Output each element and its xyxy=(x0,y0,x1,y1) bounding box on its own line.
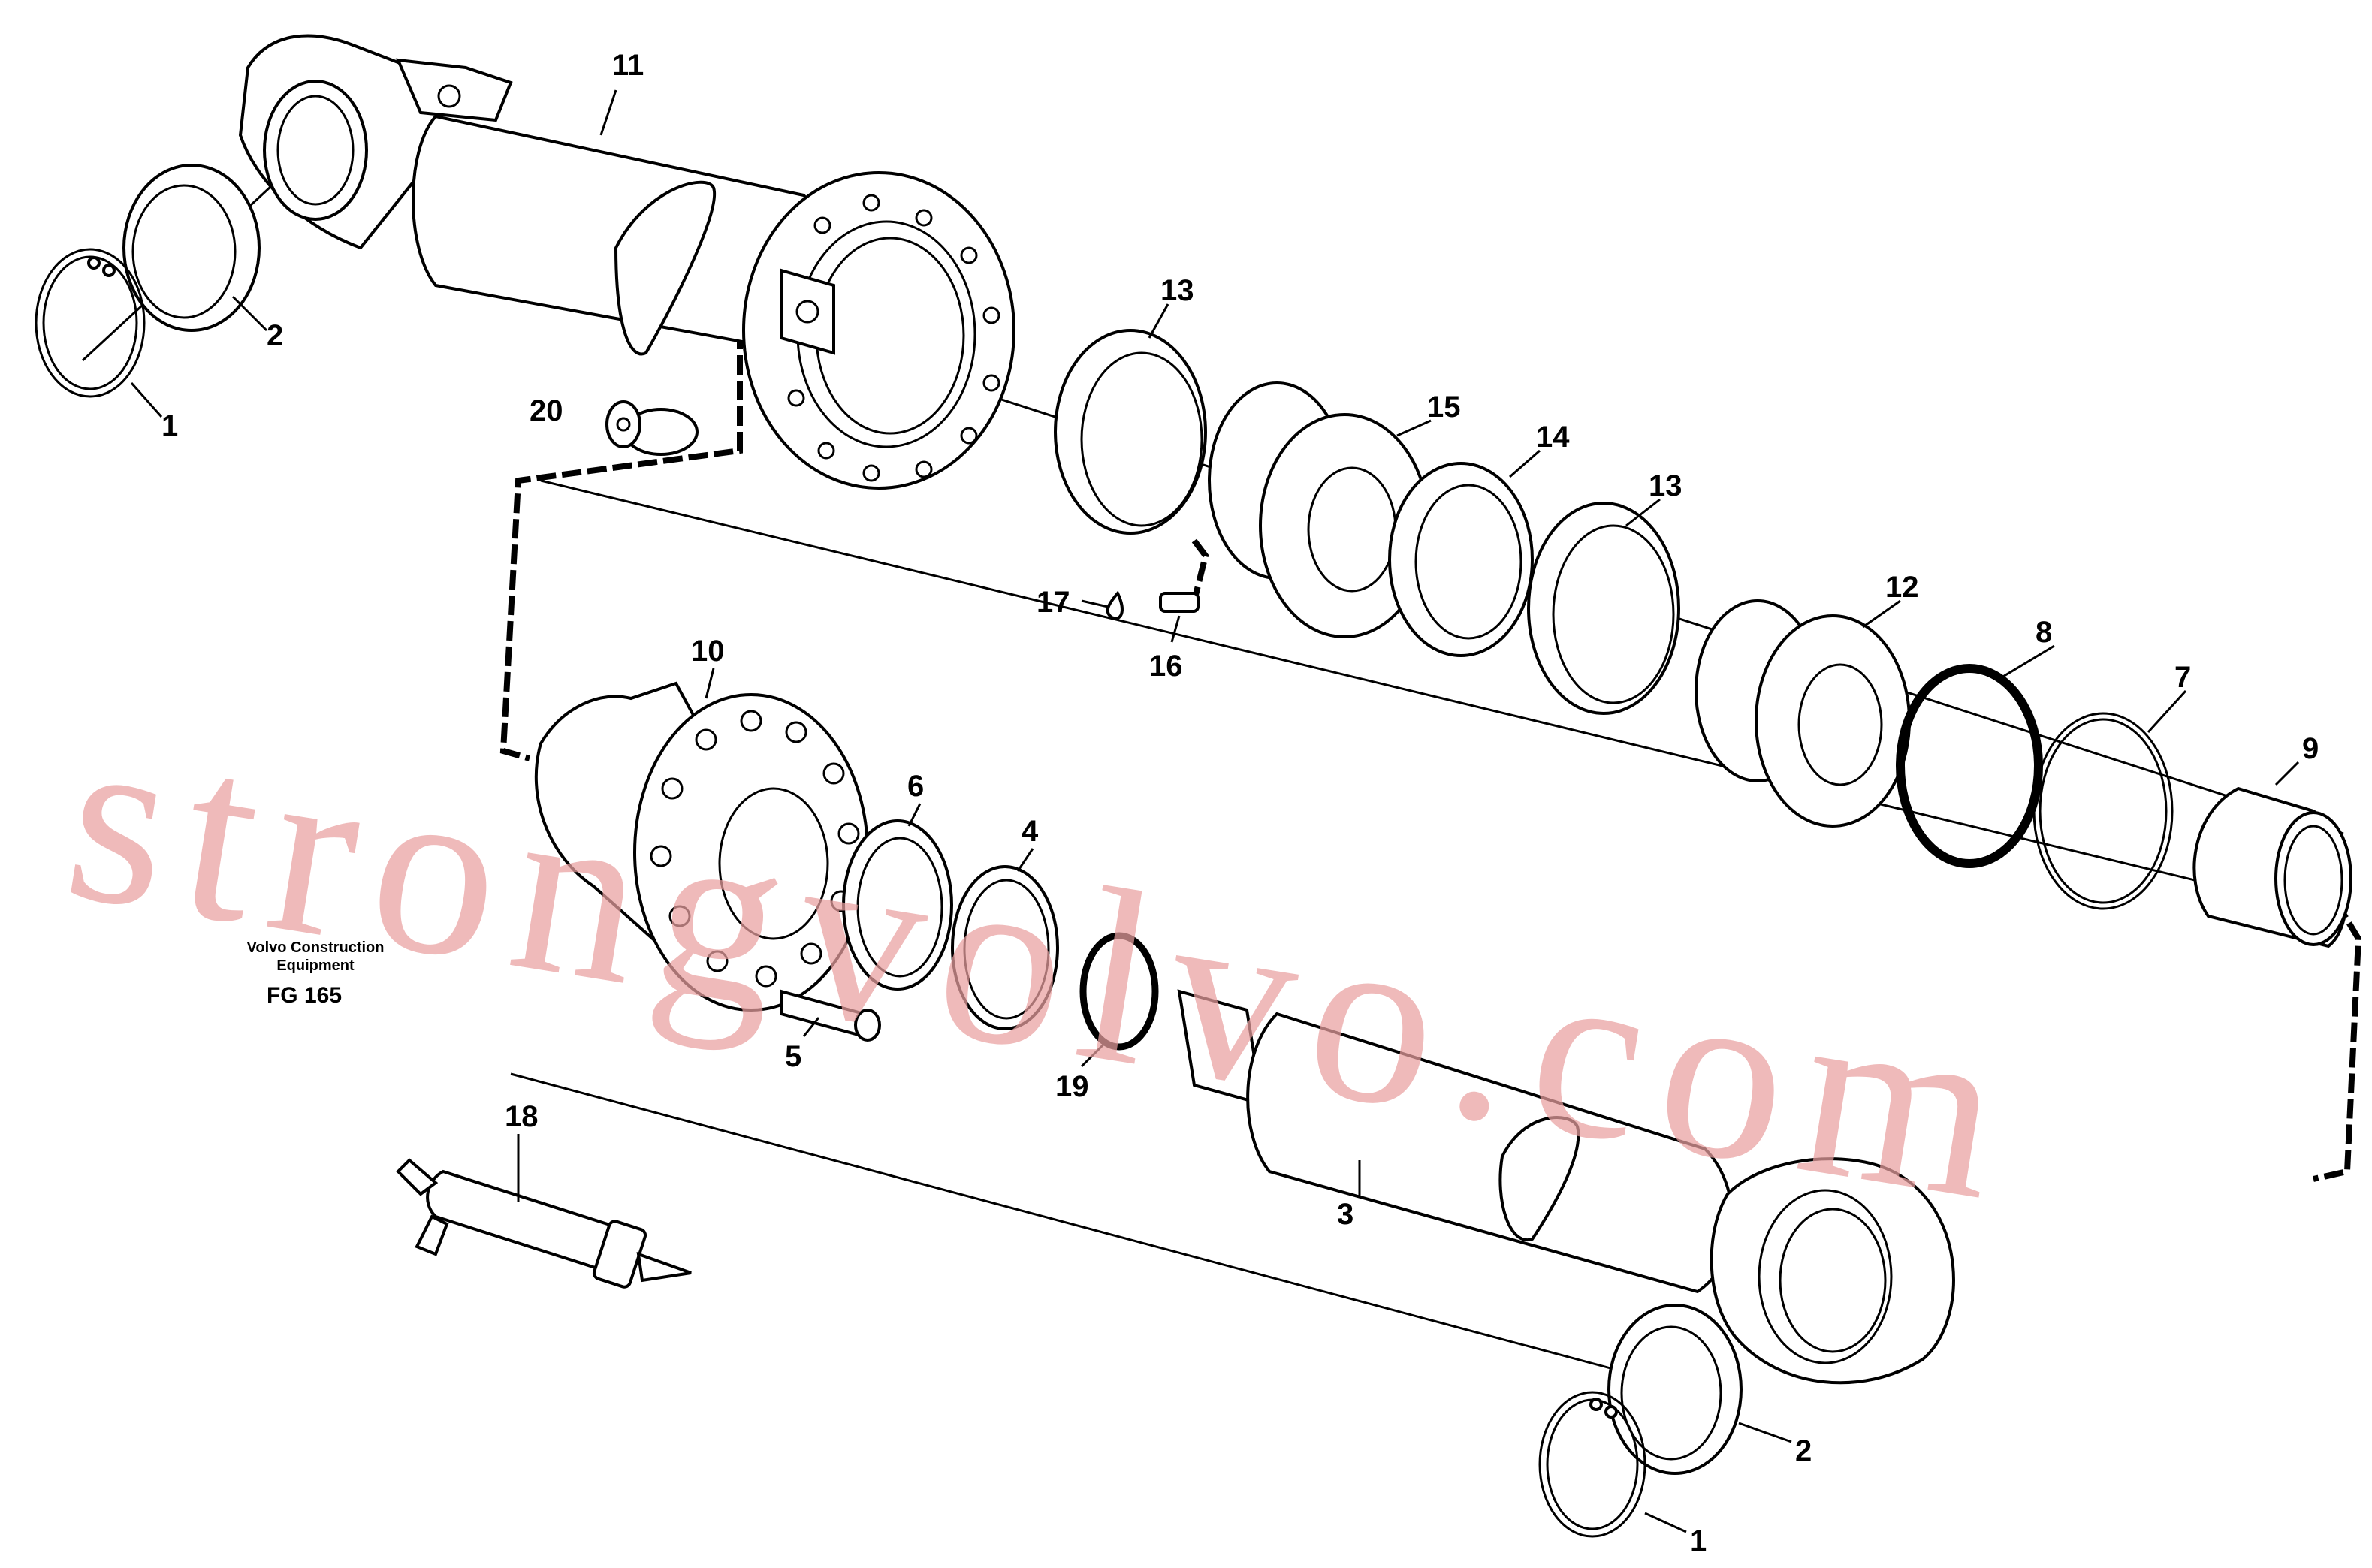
plug xyxy=(605,400,699,456)
label-12: 12 xyxy=(1885,571,1919,604)
piston-seal xyxy=(1388,462,1534,657)
locking-fluid-drop xyxy=(1106,590,1124,620)
label-8: 8 xyxy=(2036,616,2052,649)
cylinder-head xyxy=(534,681,869,1012)
head-bolt-holes xyxy=(650,710,860,988)
lower-bushing xyxy=(1607,1304,1743,1475)
piston-rod-bushing xyxy=(2192,786,2352,948)
label-18: 18 xyxy=(505,1100,539,1133)
label-6: 6 xyxy=(907,770,924,803)
label-17: 17 xyxy=(1037,586,1070,619)
figure-caption: Volvo Construction Equipment FG 165 xyxy=(247,939,385,1008)
rod-seal xyxy=(951,865,1059,1030)
set-screw xyxy=(1159,592,1200,613)
label-19: 19 xyxy=(1055,1070,1089,1103)
wiper xyxy=(842,819,953,991)
label-2-upper: 2 xyxy=(267,319,283,352)
label-1-upper: 1 xyxy=(161,409,178,442)
label-13-upper: 13 xyxy=(1160,274,1194,307)
label-5: 5 xyxy=(785,1040,801,1073)
assembly-dashed-connector xyxy=(499,304,2362,1182)
caption-maker-line-2: Equipment xyxy=(276,957,355,974)
label-7: 7 xyxy=(2174,661,2191,694)
leader-lines xyxy=(130,89,2300,1533)
label-9: 9 xyxy=(2302,732,2319,765)
upper-snap-ring xyxy=(35,248,146,398)
screw xyxy=(780,989,881,1042)
label-1-lower: 1 xyxy=(1690,1524,1707,1557)
figure-code: FG 165 xyxy=(267,983,342,1008)
label-16: 16 xyxy=(1149,650,1183,683)
label-11: 11 xyxy=(612,49,644,82)
o-ring xyxy=(1896,664,2043,868)
guide-line xyxy=(540,479,2329,914)
lower-snap-ring xyxy=(1538,1391,1646,1538)
damper xyxy=(1695,599,1911,828)
part-number-labels: 11 2 1 20 13 15 14 13 17 16 12 8 7 9 10 … xyxy=(161,49,2319,1557)
cylinder-tube xyxy=(238,34,1015,490)
back-up-ring xyxy=(2032,712,2174,910)
label-13-middle: 13 xyxy=(1649,469,1682,502)
label-3: 3 xyxy=(1337,1198,1353,1231)
grease-gun xyxy=(396,1158,692,1289)
piston xyxy=(1208,381,1430,638)
guide-ring-middle xyxy=(1527,502,1680,715)
piston-rod xyxy=(1177,989,1955,1385)
upper-bushing xyxy=(122,164,261,332)
caption-maker-line-1: Volvo Construction xyxy=(247,939,385,956)
label-4: 4 xyxy=(1022,815,1039,848)
label-15: 15 xyxy=(1427,390,1461,424)
guide-ring-upper xyxy=(1054,329,1207,535)
label-2-lower: 2 xyxy=(1795,1434,1812,1467)
label-14: 14 xyxy=(1536,421,1570,454)
label-10: 10 xyxy=(691,635,725,668)
tube-flange-bolt-holes xyxy=(780,194,1000,482)
rod-o-ring xyxy=(1079,932,1159,1051)
label-20: 20 xyxy=(530,394,563,427)
